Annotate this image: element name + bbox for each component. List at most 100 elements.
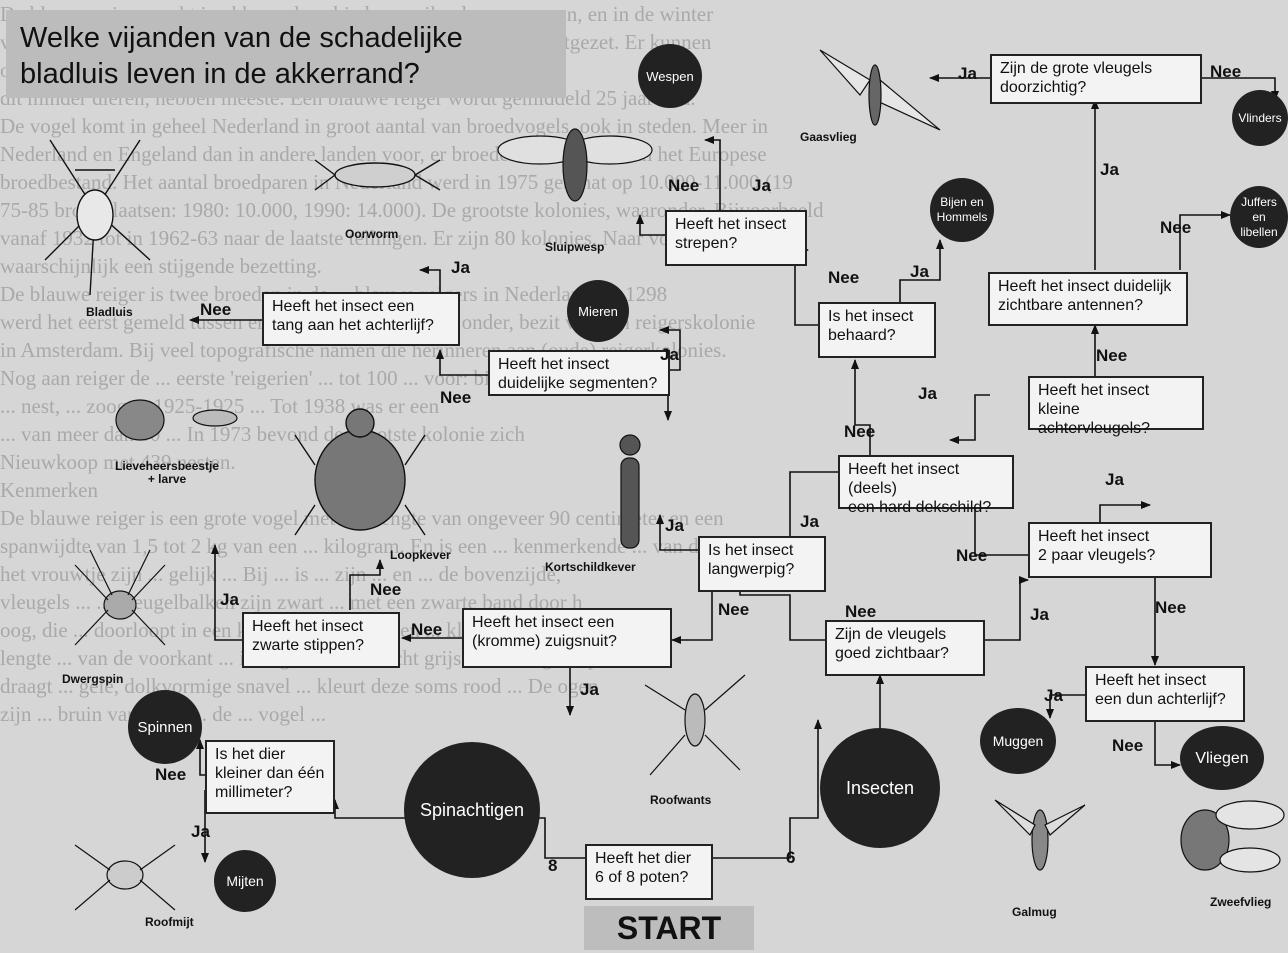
edge-vleugels-ja xyxy=(985,576,1029,641)
node-label: Juffers xyxy=(1241,194,1277,209)
edge-label-ja: Ja xyxy=(451,258,470,277)
node-label: Hommels xyxy=(936,210,988,224)
question-zuigsnuit: Heeft het insect een(kromme) zuigsnuit? xyxy=(462,608,672,668)
edge-label-ja: Ja xyxy=(1044,686,1063,705)
title-line-2: bladluis leven in de akkerrand? xyxy=(20,58,420,90)
background-text-line: 75-85 broedplaatsen: 1980: 10.000, 1990:… xyxy=(0,198,824,222)
edge-6 xyxy=(712,719,822,859)
question-text: Heeft het insect duidelijk xyxy=(998,278,1172,295)
node-label: en xyxy=(1252,209,1266,224)
caption-oorworm: Oorworm xyxy=(345,227,399,241)
question-text: strepen? xyxy=(675,235,738,252)
edge-label-nee: Nee xyxy=(411,620,443,639)
node-mijten: Mijten xyxy=(214,850,276,912)
node-label: Vlinders xyxy=(1238,110,1282,125)
node-label: Mieren xyxy=(578,303,618,319)
spider-illustration xyxy=(74,549,166,646)
node-label: Insecten xyxy=(845,777,915,798)
background-text-line: ... van meer dan 50 ... In 1973 bevond d… xyxy=(0,422,525,446)
question-text: Heeft het insect xyxy=(675,216,787,233)
node-label: Bijen en xyxy=(940,195,984,209)
edge-label-6: 6 xyxy=(786,848,796,867)
background-text-line: Nieuwkoop met 439 nesten. xyxy=(0,450,236,474)
ground-beetle-illustration xyxy=(294,408,426,536)
edge-label-nee: Nee xyxy=(844,422,876,441)
question-text: Heeft het insect xyxy=(498,356,610,373)
rove-beetle-illustration xyxy=(619,434,641,549)
question-text: een dun achterlijf? xyxy=(1095,691,1226,708)
edge-label-nee: Nee xyxy=(828,268,860,287)
question-text: Heeft het insect xyxy=(1038,528,1150,545)
edge-label-nee: Nee xyxy=(155,765,187,784)
edge-strepen-ja xyxy=(704,136,721,215)
edge-label-nee: Nee xyxy=(668,176,700,195)
question-segmenten: Heeft het insect duidelijke segmenten? xyxy=(488,350,670,396)
question-text: duidelijke segmenten? xyxy=(498,375,658,392)
question-text: tang aan het achterlijf? xyxy=(272,317,434,334)
question-text: achtervleugels? xyxy=(1038,420,1151,437)
caption-gaasvlieg: Gaasvlieg xyxy=(800,130,857,144)
edge-label-ja: Ja xyxy=(918,384,937,403)
lacewing-illustration xyxy=(819,49,941,131)
question-text: zichtbare antennen? xyxy=(998,297,1143,314)
edge-paarvleugels-ja xyxy=(1099,501,1151,522)
question-text: Heeft het insect xyxy=(252,618,364,635)
edge-label-ja: Ja xyxy=(800,512,819,531)
edge-doorzichtig-nee xyxy=(1200,77,1279,101)
edge-label-ja: Ja xyxy=(220,590,239,609)
question-text: Heeft het insect xyxy=(1095,672,1207,689)
edge-dekschild-nee xyxy=(851,359,871,455)
edge-achtervleugels-ja xyxy=(949,394,990,444)
node-spinnen: Spinnen xyxy=(128,690,202,764)
edge-label-nee: Nee xyxy=(718,600,750,619)
edge-label-ja: Ja xyxy=(910,262,929,281)
node-label: Spinnen xyxy=(137,718,193,736)
edge-label-ja: Ja xyxy=(958,64,977,83)
caption-loopkever: Loopkever xyxy=(390,548,451,562)
background-text-line: Nog aan reiger de ... eerste 'reigerien'… xyxy=(0,366,496,390)
edge-label-ja: Ja xyxy=(665,516,684,535)
question-dekschild: Heeft het insect (deels)een hard dekschi… xyxy=(838,455,1014,516)
caption-line: Lieveheersbeestje xyxy=(115,459,220,473)
edge-label-nee: Nee xyxy=(1210,62,1242,81)
gall-midge-illustration xyxy=(994,799,1086,871)
edge-label-ja: Ja xyxy=(660,345,679,364)
background-text-line: spanwijdte van 1,5 tot 2 kg van een ... … xyxy=(0,534,708,558)
question-text: Zijn de vleugels xyxy=(835,626,947,643)
question-text: een hard dekschild? xyxy=(848,499,992,516)
node-mieren: Mieren xyxy=(567,280,629,342)
background-text-line: waarschijnlijk een stijgende bezetting. xyxy=(0,254,322,278)
edge-8 xyxy=(331,799,585,859)
question-text: 6 of 8 poten? xyxy=(595,869,689,886)
question-text: Heeft het insect een xyxy=(472,614,615,631)
question-text: Is het dier xyxy=(215,746,286,763)
node-vlinders: Vlinders xyxy=(1232,90,1288,146)
background-text-line: het vrouwtje zijn ... gelijk ... Bij ...… xyxy=(0,562,562,586)
question-text: kleiner dan één xyxy=(215,765,325,782)
edge-dunachterlijf-nee xyxy=(1154,720,1181,769)
edge-label-nee: Nee xyxy=(1096,346,1128,365)
edge-strepen-nee xyxy=(636,214,665,236)
edge-label-ja: Ja xyxy=(580,680,599,699)
caption-roofwants: Roofwants xyxy=(650,793,712,807)
caption-lieveheersbeestje: Lieveheersbeestje+ larve xyxy=(115,460,219,486)
edge-langwerpig-ja xyxy=(656,514,700,551)
aphid-illustration xyxy=(44,139,151,296)
node-label: Vliegen xyxy=(1195,749,1249,767)
edge-label-8: 8 xyxy=(548,856,558,875)
predatory-mite-illustration xyxy=(74,844,176,911)
node-wespen: Wespen xyxy=(638,44,702,108)
question-text: Zijn de grote vleugels xyxy=(1000,60,1153,77)
node-muggen: Muggen xyxy=(980,708,1056,774)
node-spinachtigen: Spinachtigen xyxy=(404,742,540,878)
question-text: Heeft het insect kleine xyxy=(1038,382,1150,418)
